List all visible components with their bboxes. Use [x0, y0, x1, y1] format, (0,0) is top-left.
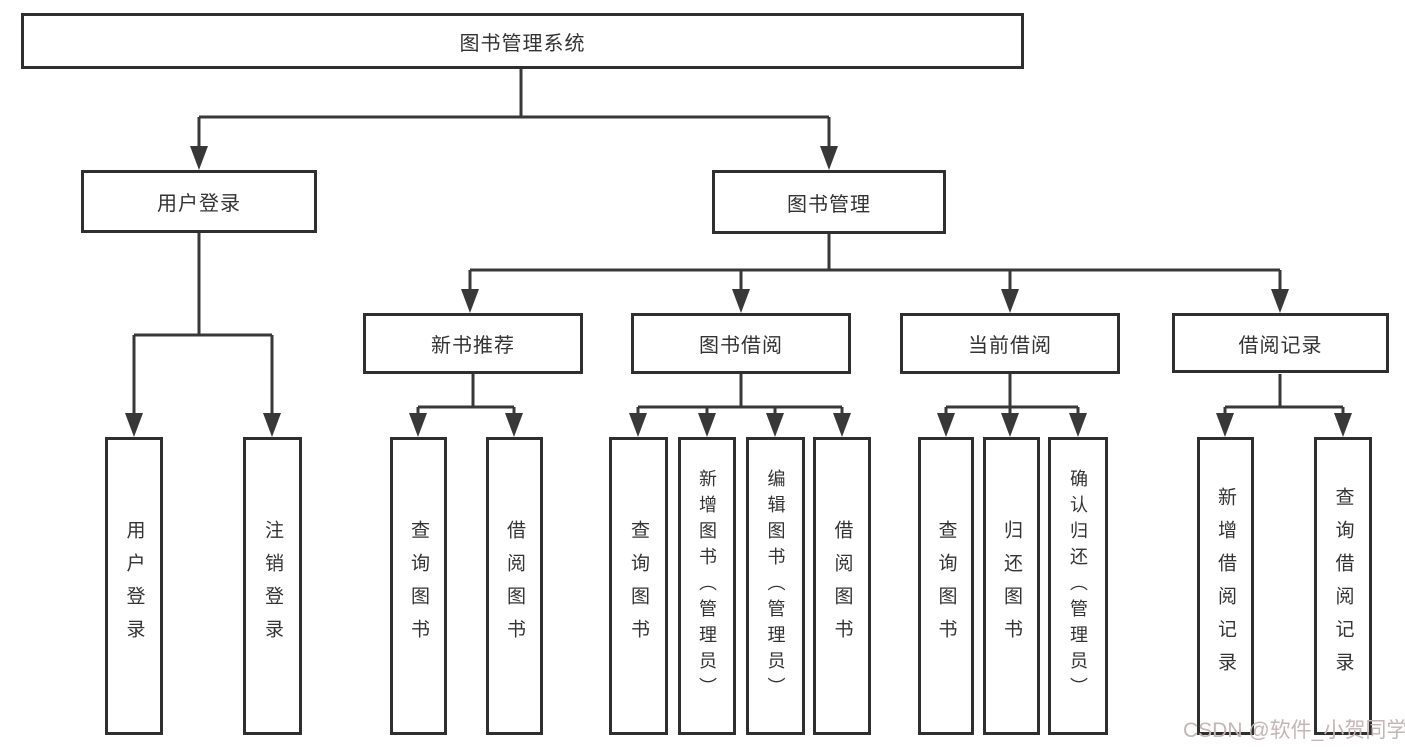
- leaf-bb-borrow-book-label: 借阅图书: [831, 520, 853, 652]
- leaf-br-add-record-label: 新增借阅记录: [1215, 487, 1236, 685]
- node-book-borrow: 图书借阅: [631, 313, 851, 374]
- leaf-nbr-borrow-book-label: 借阅图书: [504, 520, 525, 652]
- leaf-br-query-record-label: 查询借阅记录: [1332, 487, 1354, 685]
- leaf-bb-query-book-label: 查询图书: [628, 520, 649, 652]
- leaf-bb-borrow-book: 借阅图书: [813, 437, 871, 735]
- leaf-br-query-record: 查询借阅记录: [1314, 437, 1372, 735]
- arrowheads: [125, 146, 1352, 437]
- leaf-br-add-record: 新增借阅记录: [1197, 437, 1254, 735]
- node-user-login: 用户登录: [81, 170, 317, 233]
- leaf-bb-add-book-admin-label: 新增图书（管理员）: [697, 469, 717, 703]
- leaf-bb-edit-book-admin: 编辑图书（管理员）: [746, 437, 805, 735]
- node-current-borrow: 当前借阅: [900, 313, 1120, 374]
- node-book-borrow-label: 图书借阅: [699, 335, 783, 357]
- csdn-watermark: CSDN @软件_小贺同学: [1183, 719, 1405, 742]
- leaf-nbr-borrow-book: 借阅图书: [486, 437, 543, 735]
- leaf-cb-query-book: 查询图书: [918, 437, 974, 735]
- node-root: 图书管理系统: [21, 13, 1024, 69]
- node-new-book-recommend-label: 新书推荐: [431, 335, 515, 357]
- leaf-bb-query-book: 查询图书: [609, 437, 668, 735]
- leaf-user-login-label: 用户登录: [123, 520, 145, 652]
- leaf-cb-return-book-label: 归还图书: [1001, 520, 1022, 652]
- leaf-logout-label: 注销登录: [262, 520, 283, 652]
- leaf-logout: 注销登录: [243, 437, 302, 735]
- node-user-login-label: 用户登录: [157, 193, 241, 215]
- node-book-management: 图书管理: [712, 170, 946, 234]
- leaf-cb-return-book: 归还图书: [983, 437, 1040, 735]
- node-book-management-label: 图书管理: [787, 193, 871, 216]
- node-borrow-records: 借阅记录: [1172, 313, 1389, 373]
- node-new-book-recommend: 新书推荐: [363, 313, 583, 374]
- leaf-bb-edit-book-admin-label: 编辑图书（管理员）: [765, 469, 786, 703]
- leaf-user-login: 用户登录: [105, 437, 163, 735]
- leaf-nbr-query-book: 查询图书: [390, 437, 447, 735]
- leaf-cb-confirm-return-admin: 确认归还（管理员）: [1048, 437, 1108, 735]
- node-borrow-records-label: 借阅记录: [1238, 334, 1323, 357]
- leaf-cb-confirm-return-admin-label: 确认归还（管理员）: [1068, 469, 1088, 703]
- leaf-cb-query-book-label: 查询图书: [935, 520, 957, 652]
- leaf-bb-add-book-admin: 新增图书（管理员）: [678, 437, 736, 735]
- node-root-label: 图书管理系统: [459, 32, 586, 55]
- leaf-nbr-query-book-label: 查询图书: [408, 520, 429, 652]
- node-current-borrow-label: 当前借阅: [968, 335, 1052, 357]
